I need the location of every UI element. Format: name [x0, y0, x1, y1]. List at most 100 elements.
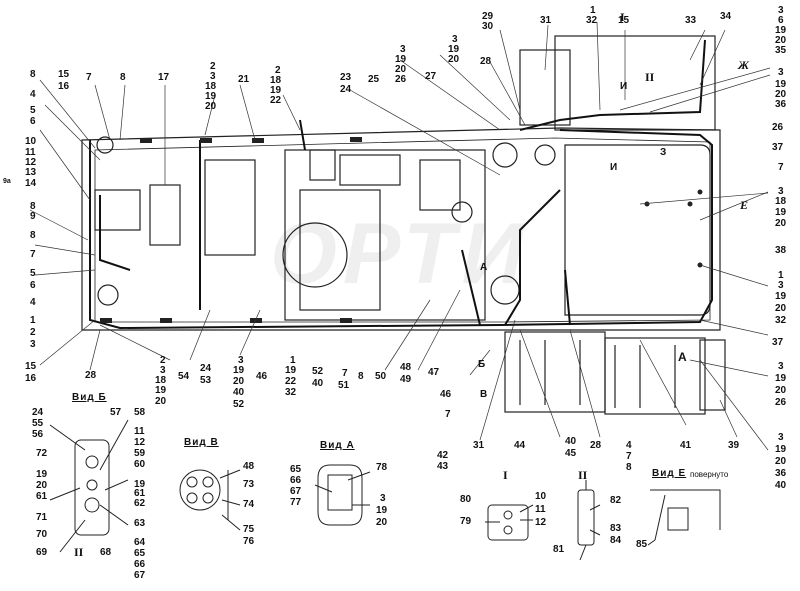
label: 18	[205, 81, 217, 92]
mark-e: Е	[740, 198, 749, 212]
label: 68	[100, 547, 112, 558]
label: 67	[290, 486, 302, 497]
label: 66	[290, 475, 302, 486]
label: 2	[275, 65, 281, 76]
label: 19	[775, 207, 787, 218]
label: 32	[586, 15, 598, 26]
label: 19	[36, 469, 48, 480]
roman-ii-vidb: II	[74, 545, 84, 559]
label: 21	[238, 74, 250, 85]
label: 77	[290, 497, 302, 508]
label: 8	[30, 230, 36, 241]
label: 52	[233, 399, 245, 410]
label: 26	[395, 74, 407, 85]
label: 74	[243, 499, 255, 510]
label: 18	[270, 75, 282, 86]
label: 11	[25, 147, 36, 158]
label: 72	[36, 448, 48, 459]
label: 3	[452, 34, 458, 45]
label: 20	[205, 101, 217, 112]
label: 37	[772, 337, 784, 348]
label: 19	[775, 25, 787, 36]
label: 4	[626, 440, 632, 451]
label: 32	[285, 387, 297, 398]
label: 61	[134, 488, 146, 499]
label: 75	[243, 524, 255, 535]
label: 31	[473, 440, 485, 451]
label: 47	[428, 367, 440, 378]
label: 15	[25, 361, 37, 372]
label: 39	[728, 440, 740, 451]
label: 4	[30, 89, 36, 100]
label: 3	[30, 339, 36, 350]
label: 12	[134, 437, 146, 448]
label: 61	[36, 491, 48, 502]
label: 64	[134, 537, 146, 548]
label: 20	[448, 54, 460, 65]
label: 4	[30, 297, 36, 308]
label: 3	[778, 186, 784, 197]
label: 25	[368, 74, 380, 85]
label: 20	[775, 385, 787, 396]
label: 6	[778, 15, 784, 26]
label: 48	[243, 461, 255, 472]
label: 42	[437, 450, 449, 461]
label: 46	[440, 389, 452, 400]
label: 19	[134, 479, 146, 490]
view-v-detail	[179, 469, 241, 531]
label: 1	[290, 355, 296, 366]
mark-i-mid: И	[610, 162, 618, 173]
view-a-detail	[314, 464, 371, 526]
label: 3	[778, 67, 784, 78]
label: 5	[30, 105, 36, 116]
label: 19	[448, 44, 460, 55]
label: 2	[210, 61, 216, 72]
label: 52	[312, 366, 324, 377]
label: 55	[32, 418, 44, 429]
label: 22	[285, 376, 297, 387]
mark-a-small: А	[480, 262, 488, 273]
label: 46	[256, 371, 268, 382]
label: 34	[720, 11, 732, 22]
label: 63	[134, 518, 146, 529]
view-e-note: повернуто	[690, 470, 729, 479]
label: 40	[775, 480, 787, 491]
label: 49	[400, 374, 412, 385]
label: 65	[290, 464, 302, 475]
label: 19	[775, 444, 787, 455]
label: 19	[395, 54, 407, 65]
label: 57	[110, 407, 122, 418]
label: 3	[160, 365, 166, 376]
label: 71	[36, 512, 48, 523]
label: 7	[30, 249, 36, 260]
label: 20	[775, 456, 787, 467]
label: 23	[340, 72, 352, 83]
label: 70	[36, 529, 48, 540]
label: 7	[342, 368, 348, 379]
label: 11	[535, 504, 546, 515]
label: 44	[514, 440, 526, 451]
label: 40	[565, 436, 577, 447]
label: 29	[482, 11, 494, 22]
label: 27	[425, 71, 437, 82]
label: 76	[243, 536, 255, 547]
label: 51	[338, 380, 350, 391]
label: 22	[270, 95, 282, 106]
label: 1	[590, 5, 596, 16]
label: 2	[160, 355, 166, 366]
label: 83	[610, 523, 622, 534]
main-outline	[81, 35, 726, 415]
label: 18	[155, 375, 167, 386]
label: 31	[540, 15, 552, 26]
label: 19	[775, 79, 787, 90]
label: 12	[535, 517, 547, 528]
mark-a-right: А	[678, 350, 687, 364]
label: 26	[772, 122, 784, 133]
label: 19	[775, 291, 787, 302]
label: 19	[233, 365, 245, 376]
label: 20	[775, 303, 787, 314]
label: 20	[775, 218, 787, 229]
label: 3	[380, 493, 386, 504]
label: 15	[618, 15, 630, 26]
